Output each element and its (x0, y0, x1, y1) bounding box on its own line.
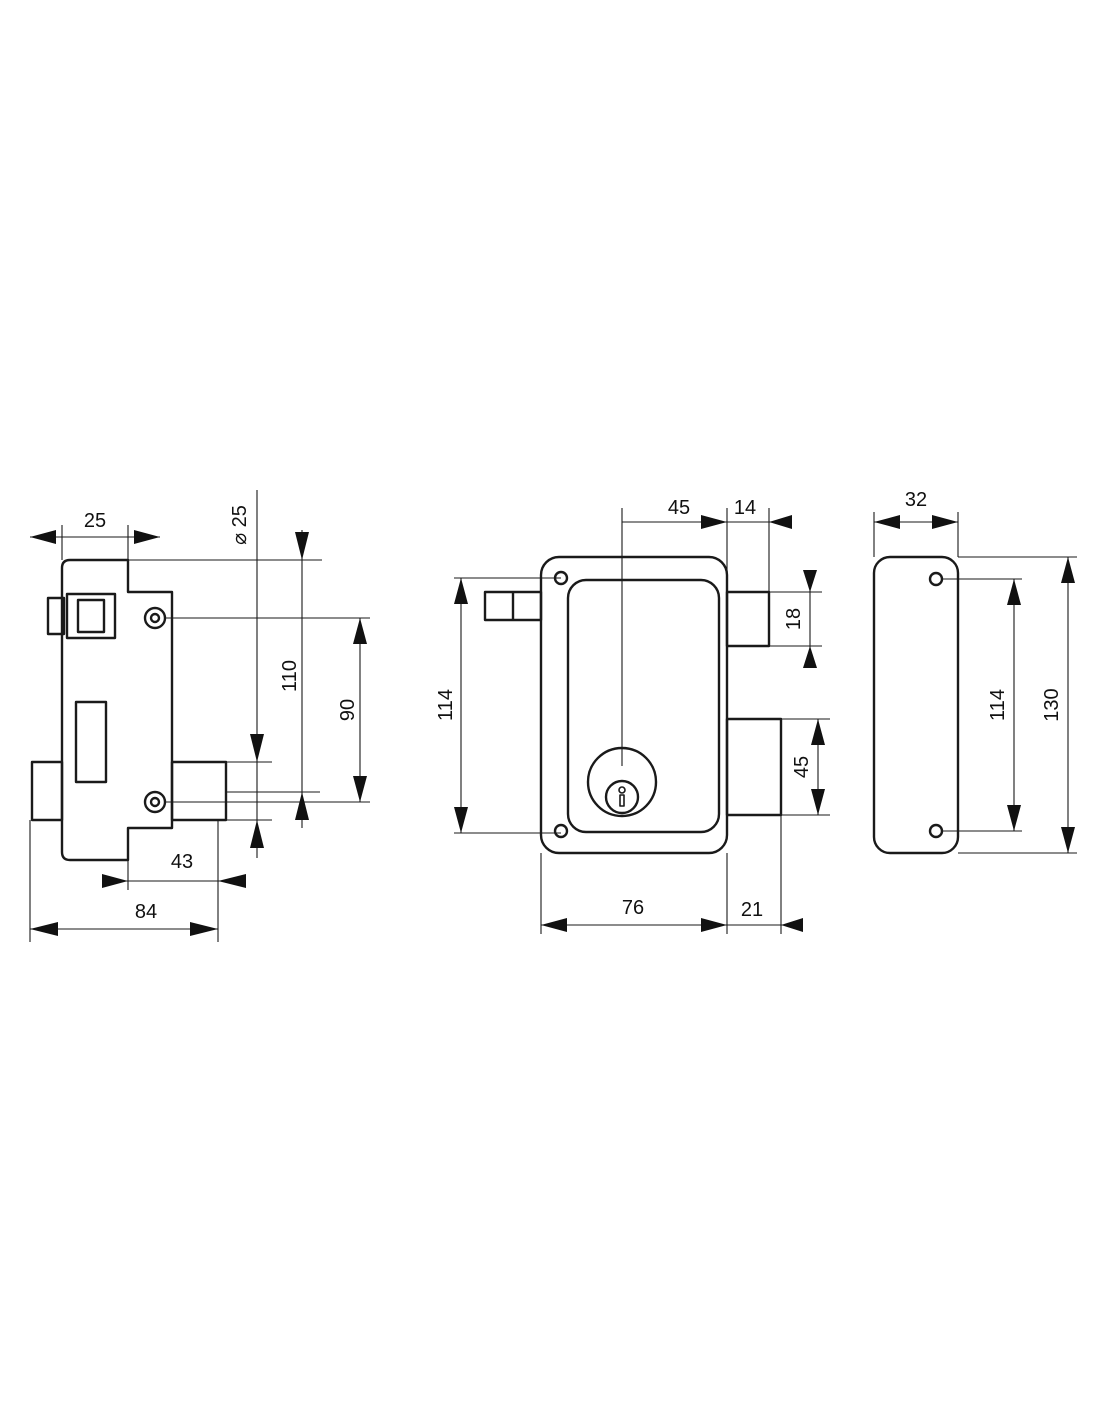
front-bolt-top (725, 590, 771, 648)
front-bolt-lower (725, 717, 783, 817)
side-screw-hole-bottom-inner (149, 796, 161, 808)
side-bolt-block (170, 760, 228, 822)
side-screw-hole-top (143, 606, 167, 630)
dim-side-overall-width: 84 (135, 901, 157, 923)
side-latch (65, 592, 117, 640)
keeper-body (872, 555, 960, 855)
dim-front-bolt-projection: 21 (741, 899, 763, 921)
side-screw-hole-bottom (143, 790, 167, 814)
dim-keeper-screw-spacing: 114 (987, 689, 1009, 721)
dim-front-top-bolt-height: 18 (783, 608, 805, 630)
dim-side-screw-spacing: 90 (337, 699, 359, 721)
front-view: 45 14 18 114 45 76 21 (435, 497, 830, 934)
dim-front-body-width: 76 (622, 897, 644, 919)
keeper-screw-bottom (928, 823, 944, 839)
dim-keeper-height: 130 (1041, 688, 1063, 721)
dim-keeper-width: 32 (905, 489, 927, 511)
front-keyhole-icon (618, 786, 626, 807)
dim-front-height: 114 (435, 689, 457, 721)
dim-front-lower-bolt-height: 45 (791, 756, 813, 778)
side-view: 25 ⌀ 25 110 90 43 84 (29, 490, 370, 942)
dim-side-top-width: 25 (84, 510, 106, 532)
dim-side-diameter: ⌀ 25 (229, 505, 251, 545)
keeper-view: 32 114 130 (872, 489, 1077, 855)
front-cylinder-core (604, 779, 640, 815)
dim-front-key-offset: 45 (668, 497, 690, 519)
side-body-outline (60, 558, 174, 862)
front-body-outer (539, 555, 729, 855)
side-latch-inner (76, 598, 106, 634)
keeper-screw-top (928, 571, 944, 587)
side-screw-hole-top-inner (149, 612, 161, 624)
side-left-block (30, 760, 64, 822)
side-slot (74, 700, 108, 784)
side-latch-stub (46, 596, 66, 636)
dim-front-top-bolt-width: 14 (734, 497, 756, 519)
dim-side-bolt-offset: 43 (171, 851, 193, 873)
front-body-inner (566, 578, 721, 834)
dim-side-height: 110 (279, 660, 301, 692)
front-screw-bottom (553, 823, 569, 839)
